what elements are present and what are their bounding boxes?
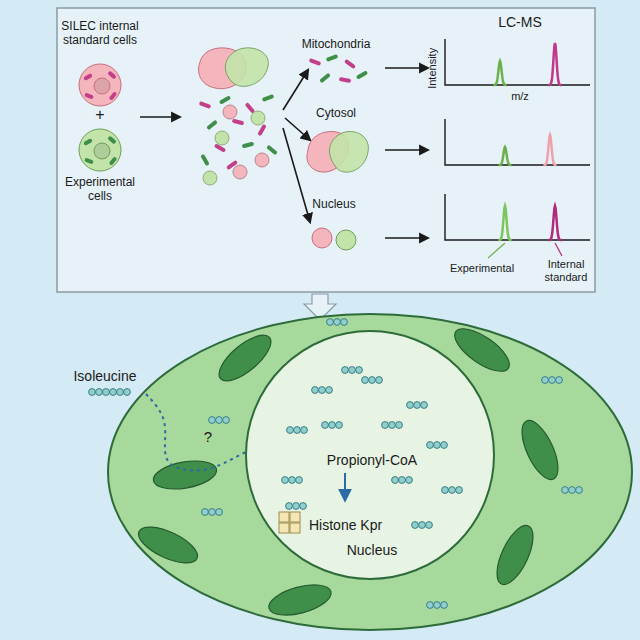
mitochondrion (257, 124, 266, 136)
panel (57, 8, 595, 292)
text-label: m/z (500, 90, 540, 103)
propionyl-group (322, 422, 343, 429)
mitochondrion (212, 327, 278, 388)
propionyl-group (89, 389, 131, 396)
histone (279, 512, 300, 533)
mitochondrion (326, 54, 339, 62)
molecule-label: Histone Kpr (309, 517, 382, 533)
mitochondrion (200, 154, 209, 166)
leader-line (555, 243, 562, 256)
text-label: ? (198, 428, 218, 445)
mitochondrion (490, 521, 541, 590)
propionyl-group (282, 477, 303, 484)
arrow (283, 70, 308, 110)
plus-sign: + (90, 106, 110, 124)
arrow (283, 128, 310, 222)
mitochondrion (319, 73, 331, 84)
text-label: Cytosol (291, 107, 381, 121)
mitochondrion (206, 120, 218, 131)
propionyl-group (342, 367, 363, 374)
mitochondrion (232, 119, 245, 126)
text-label: Nucleus (289, 198, 379, 212)
mitochondrion (266, 145, 278, 156)
propionyl-group (542, 377, 563, 384)
text-label: Intensity (426, 33, 439, 103)
propionyl-group (287, 427, 308, 434)
mitochondrion (83, 73, 93, 81)
mitochondrion (515, 416, 566, 485)
propionyl-group (382, 422, 403, 429)
text-label: Experimental (437, 262, 527, 275)
text-label: LC-MS (480, 14, 560, 30)
arrow (285, 118, 310, 140)
mitochondrion (84, 93, 94, 100)
text-label: Mitochondria (281, 38, 391, 52)
propionyl-group (427, 442, 448, 449)
mitochondrion (262, 94, 275, 102)
propionyl-group (427, 602, 448, 609)
mitochondrion (356, 70, 368, 79)
ms-spectrum (445, 119, 590, 165)
mitochondrion (107, 71, 116, 80)
mitochondrion (344, 59, 356, 69)
propionyl-group (209, 417, 230, 424)
ms-spectrum (445, 194, 590, 240)
mitochondrion (151, 457, 219, 494)
propionyl-group (412, 522, 433, 529)
propionyl-group (327, 319, 348, 326)
mitochondrion (309, 58, 322, 66)
propionyl-group (362, 377, 383, 384)
cytosol-fraction (307, 131, 368, 172)
mitochondrion (107, 136, 116, 145)
leader-line (488, 243, 505, 258)
text-label: SILEC internal standard cells (50, 20, 150, 48)
mitochondrion (339, 77, 352, 83)
propionyl-group (312, 387, 333, 394)
arrow (385, 237, 428, 239)
mitochondria-fraction (309, 54, 369, 83)
mitochondrion (266, 579, 335, 621)
mitochondrion (199, 101, 212, 109)
mitochondrion (84, 158, 94, 165)
ms-spectrum (445, 39, 590, 85)
text-label: Internal standard (537, 258, 595, 283)
mitochondrion (219, 95, 231, 104)
mitochondrion (242, 142, 255, 149)
cell (79, 129, 121, 171)
mitochondrion (134, 520, 203, 571)
text-label: Isoleucine (60, 368, 150, 384)
mitochondrion (109, 91, 118, 100)
propionyl-group (562, 487, 583, 494)
compartment-label: Nucleus (347, 542, 398, 558)
nucleus-fraction (312, 228, 356, 250)
lysate (199, 48, 278, 185)
propionyl-group (286, 503, 307, 510)
arrow (140, 116, 180, 118)
cell (108, 314, 632, 630)
nucleus: Propionyl-CoA Histone KprNucleus (245, 330, 495, 580)
propionyl-group (442, 487, 463, 494)
text-label: Experimental cells (55, 176, 145, 204)
mitochondrion (83, 138, 93, 146)
arrow (385, 149, 428, 151)
molecule-label: Propionyl-CoA (327, 452, 417, 468)
cell (79, 64, 121, 106)
arrow (344, 473, 346, 500)
propionyl-group (202, 509, 223, 516)
propionyl-group (392, 477, 413, 484)
propionyl-group (407, 402, 428, 409)
mitochondrion (109, 156, 118, 165)
arrow (385, 67, 428, 69)
